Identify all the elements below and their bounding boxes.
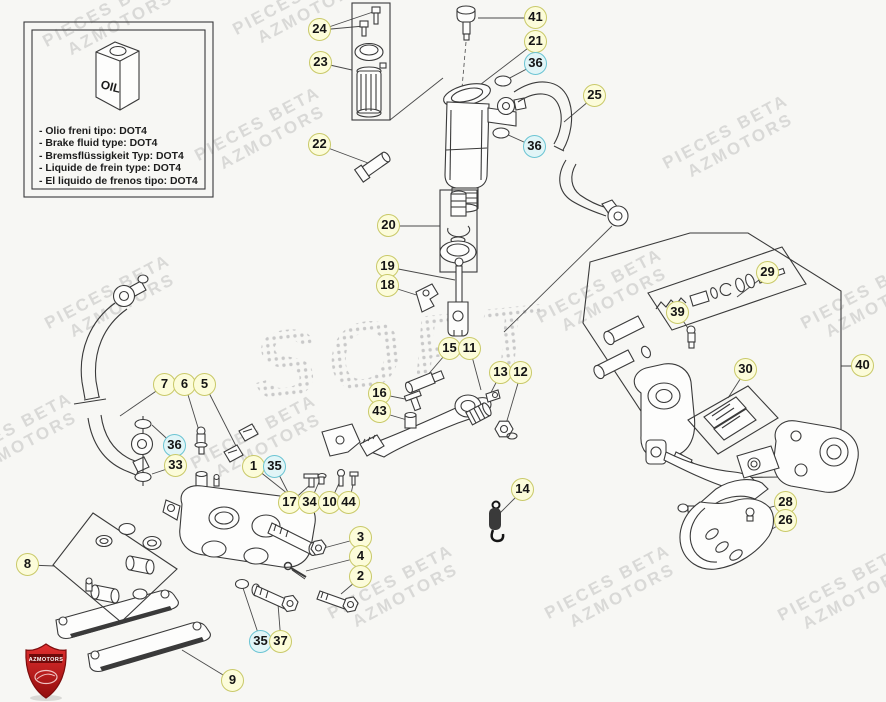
clamp-bolts-drawing — [593, 315, 652, 380]
pushrod-clevis-drawing — [447, 257, 469, 337]
caliper-hose-drawing — [73, 274, 154, 486]
rear-caliper-drawing — [162, 470, 316, 568]
fluid-spec-line: - El liquido de frenos tipo: DOT4 — [39, 175, 198, 187]
hose-oring-top — [134, 418, 152, 430]
fluid-spec-line: - Olio freni tipo: DOT4 — [39, 126, 147, 137]
reservoir-drawing — [351, 2, 391, 121]
guard-bolt-drawing — [745, 507, 755, 517]
fluid-spec-line: - Liquide de frein type: DOT4 — [39, 163, 182, 175]
banjo-oring-bottom — [492, 127, 510, 139]
master-cylinder-kit-box — [439, 189, 478, 273]
hose-oring-bottom — [134, 471, 152, 483]
pivot-pin-drawing — [303, 468, 359, 488]
hose-clips-drawing — [223, 423, 259, 463]
front-bleeder-drawing — [686, 325, 696, 349]
pedal-tip-bolt-drawing — [403, 390, 422, 412]
bleeder-valve-drawing — [194, 426, 208, 455]
caliper-bolt-drawing — [316, 590, 359, 613]
fluid-spec-line: - Brake fluid type: DOT4 — [39, 138, 158, 150]
pedal-peg-drawing — [404, 370, 445, 394]
front-caliper-drawing — [736, 420, 859, 493]
cotter-pin-drawing — [283, 561, 307, 580]
banjo-oring-top — [494, 75, 512, 87]
bolt-oring — [234, 578, 250, 590]
info-box: OIL — [23, 21, 214, 198]
pivot-nut-drawing — [494, 420, 518, 440]
center-watermark-text: SOFT — [247, 284, 553, 421]
oil-canister-drawing: OIL — [95, 41, 140, 111]
seal-kit-box — [52, 512, 178, 623]
oil-label: OIL — [99, 77, 122, 95]
caliper-oring — [289, 499, 303, 509]
azmotors-logo: AZMOTORS — [25, 643, 67, 701]
rear-brake-hose-drawing — [513, 81, 629, 227]
return-spring-drawing — [489, 500, 505, 543]
pad-pin-drawing — [267, 522, 327, 557]
disc-guard-drawing — [677, 479, 775, 570]
brake-pads-drawing — [55, 589, 211, 673]
logo-text: AZMOTORS — [29, 657, 64, 663]
fluid-spec-text: - Olio freni tipo: DOT4- Brake fluid typ… — [39, 126, 204, 188]
pedal-bushing-drawing — [465, 402, 492, 426]
front-brake-group — [582, 232, 859, 570]
switch-bracket-drawing — [415, 283, 439, 313]
front-pads-box — [687, 385, 779, 455]
brake-pedal-drawing — [303, 370, 518, 488]
reservoir-plug-drawing — [456, 5, 476, 89]
fluid-spec-line: - Bremsflüssigkeit Typ: DOT4 — [39, 150, 184, 162]
banjo-bolt-drawing — [353, 151, 391, 183]
front-master-kit-box — [647, 246, 807, 331]
caliper-bolt2-drawing — [234, 578, 299, 613]
pedal-sleeve-drawing — [404, 411, 417, 429]
